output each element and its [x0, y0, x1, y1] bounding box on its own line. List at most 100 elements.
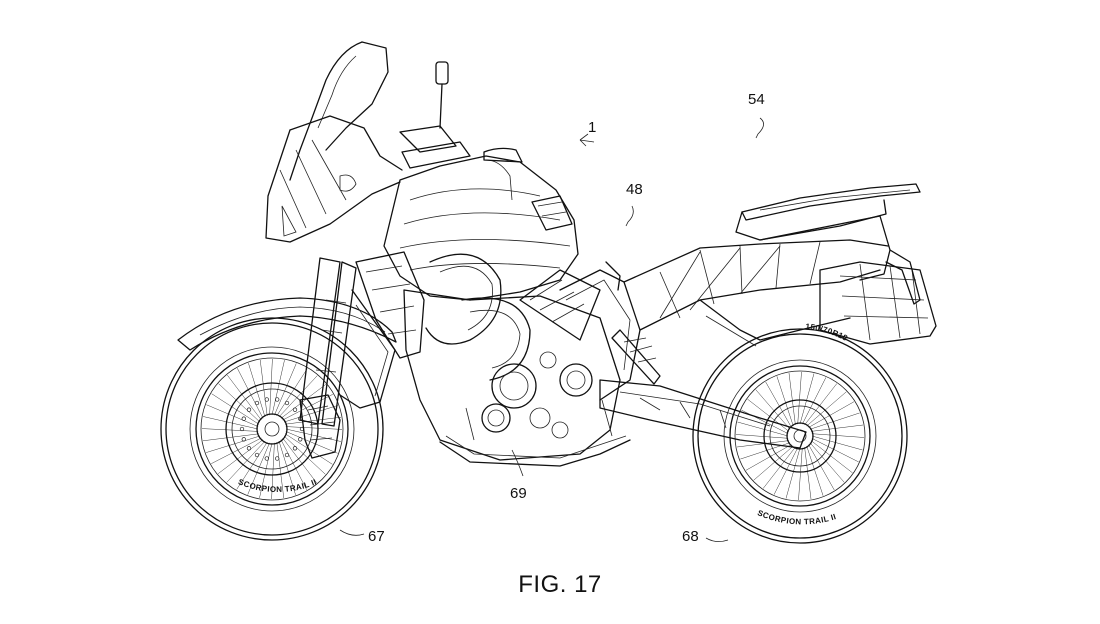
rear-wheel-spoke [737, 421, 789, 437]
front-wheel-spoke [211, 393, 259, 425]
brake-disc-hole [292, 407, 298, 412]
brake-disc-hole [254, 452, 260, 458]
front-wheel-spoke [226, 440, 266, 483]
rear-wheel-spoke [753, 445, 794, 481]
rear-wheel-spoke [811, 424, 864, 432]
brake-disc-hole [254, 400, 260, 406]
windscreen-and-fairing [265, 41, 471, 243]
brake-disc-hole [284, 400, 290, 406]
front-wheel-spoke [218, 383, 261, 423]
brake-disc-hole [264, 456, 269, 461]
rear-wheel-spoke [808, 401, 855, 428]
front-wheel-spoke [236, 442, 268, 490]
front-wheel-spoke [282, 394, 333, 421]
front-wheel-spoke [280, 439, 307, 490]
front-wheel-spoke [274, 363, 297, 416]
rear-wheel-spoke [776, 376, 794, 427]
front-wheel-spoke [211, 437, 262, 464]
rear-wheel-spoke [797, 371, 802, 425]
rear-wheel-spoke [785, 447, 801, 499]
brake-disc-hole [298, 437, 303, 442]
rear-wheel-spoke [811, 433, 865, 438]
front-wheel-spoke [285, 431, 338, 454]
rear-wheel-spoke [745, 444, 792, 471]
rear-wheel-spoke [747, 399, 790, 432]
front-wheel: SCORPION TRAIL II [160, 317, 384, 541]
rear-wheel-spoke [755, 389, 791, 430]
ref-label-engine-guard: 69 [510, 485, 527, 502]
front-wheel-spoke [285, 428, 341, 442]
rear-wheel-spoke [806, 391, 847, 427]
rear-wheel-spoke [802, 377, 827, 425]
rear-wheel-spoke [808, 444, 835, 491]
rear-wheel-spoke [811, 435, 863, 451]
ref-label-motorcycle: 1 [588, 119, 596, 136]
ref-label-rear-assembly: 54 [748, 91, 765, 108]
ref-label-frame: 48 [626, 181, 643, 198]
front-wheel-spoke [278, 441, 296, 495]
front-fork-and-fender [177, 257, 397, 427]
front-wheel-spoke [276, 442, 285, 499]
front-wheel-spoke [283, 435, 326, 475]
brake-disc-hole [264, 397, 269, 402]
front-wheel-spoke [271, 360, 285, 416]
front-wheel-spoke [248, 363, 266, 417]
rear-wheel-spoke [809, 442, 845, 483]
engine [403, 253, 631, 467]
rear-wheel-spoke [763, 446, 796, 489]
rear-wheel-spoke [798, 447, 803, 501]
ref-label-rear-wheel: 68 [682, 528, 699, 545]
brake-disc-hole [241, 437, 246, 442]
rear-wheel-spoke [809, 412, 860, 430]
front-wheel-spoke [217, 439, 264, 474]
figure-caption: FIG. 17 [518, 571, 602, 598]
front-wheel-spoke [276, 368, 308, 416]
front-wheel-spoke [247, 442, 270, 495]
brake-disc-hole [284, 452, 290, 458]
front-wheel-spoke [259, 442, 273, 498]
front-wheel-spoke [282, 437, 317, 484]
rear-wheel-spoke [804, 383, 837, 426]
front-wheel-spoke [206, 435, 260, 453]
front-wheel-spoke [280, 384, 327, 419]
rear-tire-brand-text: SCORPION TRAIL II [756, 508, 837, 526]
front-wheel-spoke [227, 374, 262, 421]
trellis-frame [559, 239, 889, 449]
rear-wheel-spoke [773, 447, 798, 495]
brake-disc-hole [241, 416, 246, 421]
brake-disc-hole [246, 407, 252, 412]
brake-disc-hole [275, 397, 280, 402]
rear-wheel: SCORPION TRAIL II 150/70R18 [692, 322, 908, 544]
fuel-tank-and-body [355, 147, 579, 359]
rear-wheel-spoke [811, 438, 859, 463]
rear-wheel-spoke [736, 440, 789, 448]
brake-disc-hole [275, 456, 280, 461]
rear-wheel-spoke [806, 445, 824, 496]
front-wheel-spoke [202, 433, 259, 442]
brake-disc-hole [246, 446, 252, 451]
brake-disc-hole [292, 446, 298, 451]
front-wheel-spoke [285, 416, 342, 425]
front-wheel-spoke [206, 404, 259, 427]
ref-label-front-wheel: 67 [368, 528, 385, 545]
rear-wheel-spoke [810, 440, 853, 473]
front-wheel-spoke [237, 368, 264, 419]
front-wheel-spoke [259, 359, 268, 416]
front-wheel-spoke [269, 358, 273, 416]
front-wheel-spoke [201, 428, 259, 432]
rear-wheel-spoke [799, 373, 815, 425]
rear-wheel-spoke [788, 372, 796, 425]
seat-rack-pannier [699, 183, 937, 347]
rear-wheel-spoke [765, 381, 792, 428]
brake-disc-hole [239, 426, 245, 432]
front-wheel-spoke [271, 442, 275, 500]
front-wheel-spoke [278, 375, 318, 418]
front-wheel-spoke [203, 416, 259, 430]
reference-leaders [339, 117, 764, 542]
front-wheel-spoke [284, 405, 338, 423]
rear-wheel-spoke [804, 447, 812, 500]
rear-wheel-spoke [735, 434, 789, 439]
front-wheel-spoke [285, 426, 343, 430]
